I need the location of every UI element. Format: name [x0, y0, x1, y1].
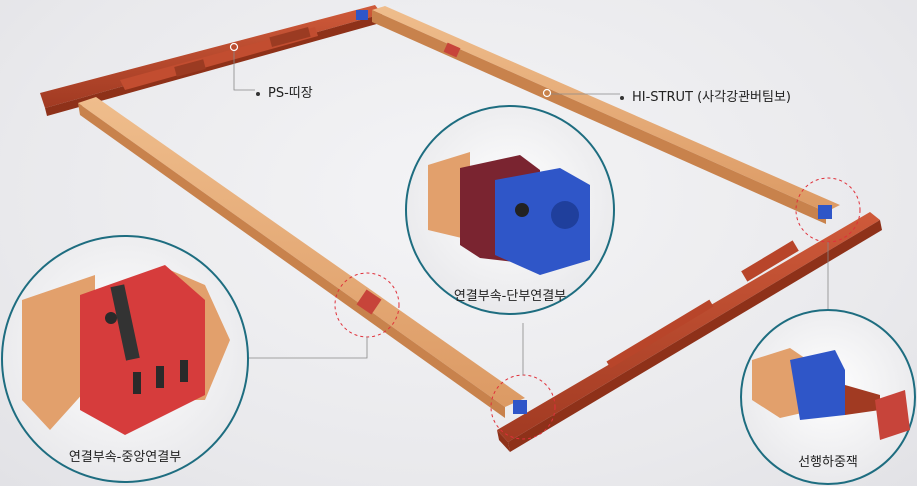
top-waler [40, 5, 384, 116]
hi-strut-upper [372, 6, 840, 224]
connector-marker-bottom [513, 400, 527, 414]
label-ps-ttijang-text: PS-띠장 [268, 86, 313, 101]
callout-preload-jack [740, 309, 916, 485]
caption-center-connection: 연결부속-중앙연결부 [68, 450, 182, 465]
bottom-waler [497, 212, 882, 452]
hotspot-strut [542, 88, 552, 98]
caption-preload-jack: 선행하중잭 [798, 455, 858, 470]
leader-center [248, 337, 368, 359]
label-hi-strut: HI-STRUT (사각강관버팀보) [620, 86, 791, 105]
connector-marker-top [356, 10, 368, 20]
connector-marker-right [818, 205, 832, 219]
label-hi-strut-text: HI-STRUT (사각강관버팀보) [632, 90, 791, 105]
label-dot [256, 91, 260, 96]
caption-end-connection: 연결부속-단부연결부 [453, 289, 567, 304]
callout-center-connection [1, 235, 249, 483]
leader-ps [233, 51, 255, 91]
label-ps-ttijang: PS-띠장 [256, 82, 313, 101]
hotspot-ps [229, 42, 239, 52]
label-dot [620, 95, 624, 100]
callout-end-connection [405, 105, 615, 315]
hi-strut-lower [78, 97, 525, 418]
